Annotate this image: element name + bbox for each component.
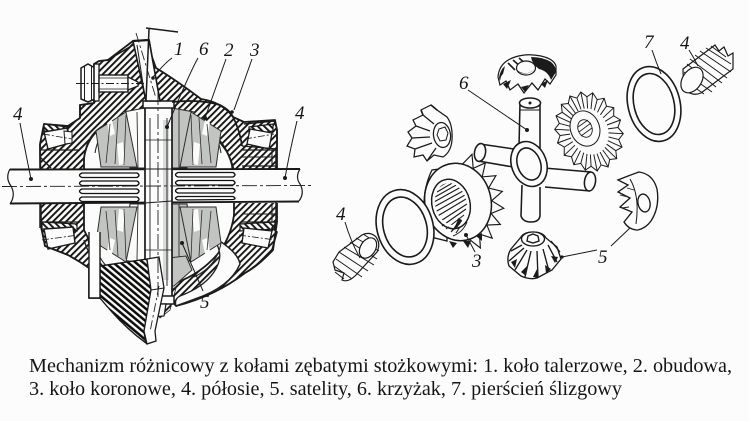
svg-text:6: 6 — [459, 73, 469, 94]
svg-text:3: 3 — [249, 40, 260, 61]
svg-text:5: 5 — [200, 292, 210, 313]
svg-text:6: 6 — [199, 39, 209, 60]
svg-text:4: 4 — [336, 204, 346, 225]
svg-text:2: 2 — [224, 40, 234, 61]
svg-text:5: 5 — [598, 247, 608, 268]
svg-text:7: 7 — [644, 32, 655, 53]
svg-text:3: 3 — [471, 251, 482, 272]
svg-text:4: 4 — [680, 33, 690, 54]
svg-text:4: 4 — [13, 104, 23, 125]
svg-text:4: 4 — [295, 103, 305, 124]
svg-text:1: 1 — [174, 39, 184, 60]
